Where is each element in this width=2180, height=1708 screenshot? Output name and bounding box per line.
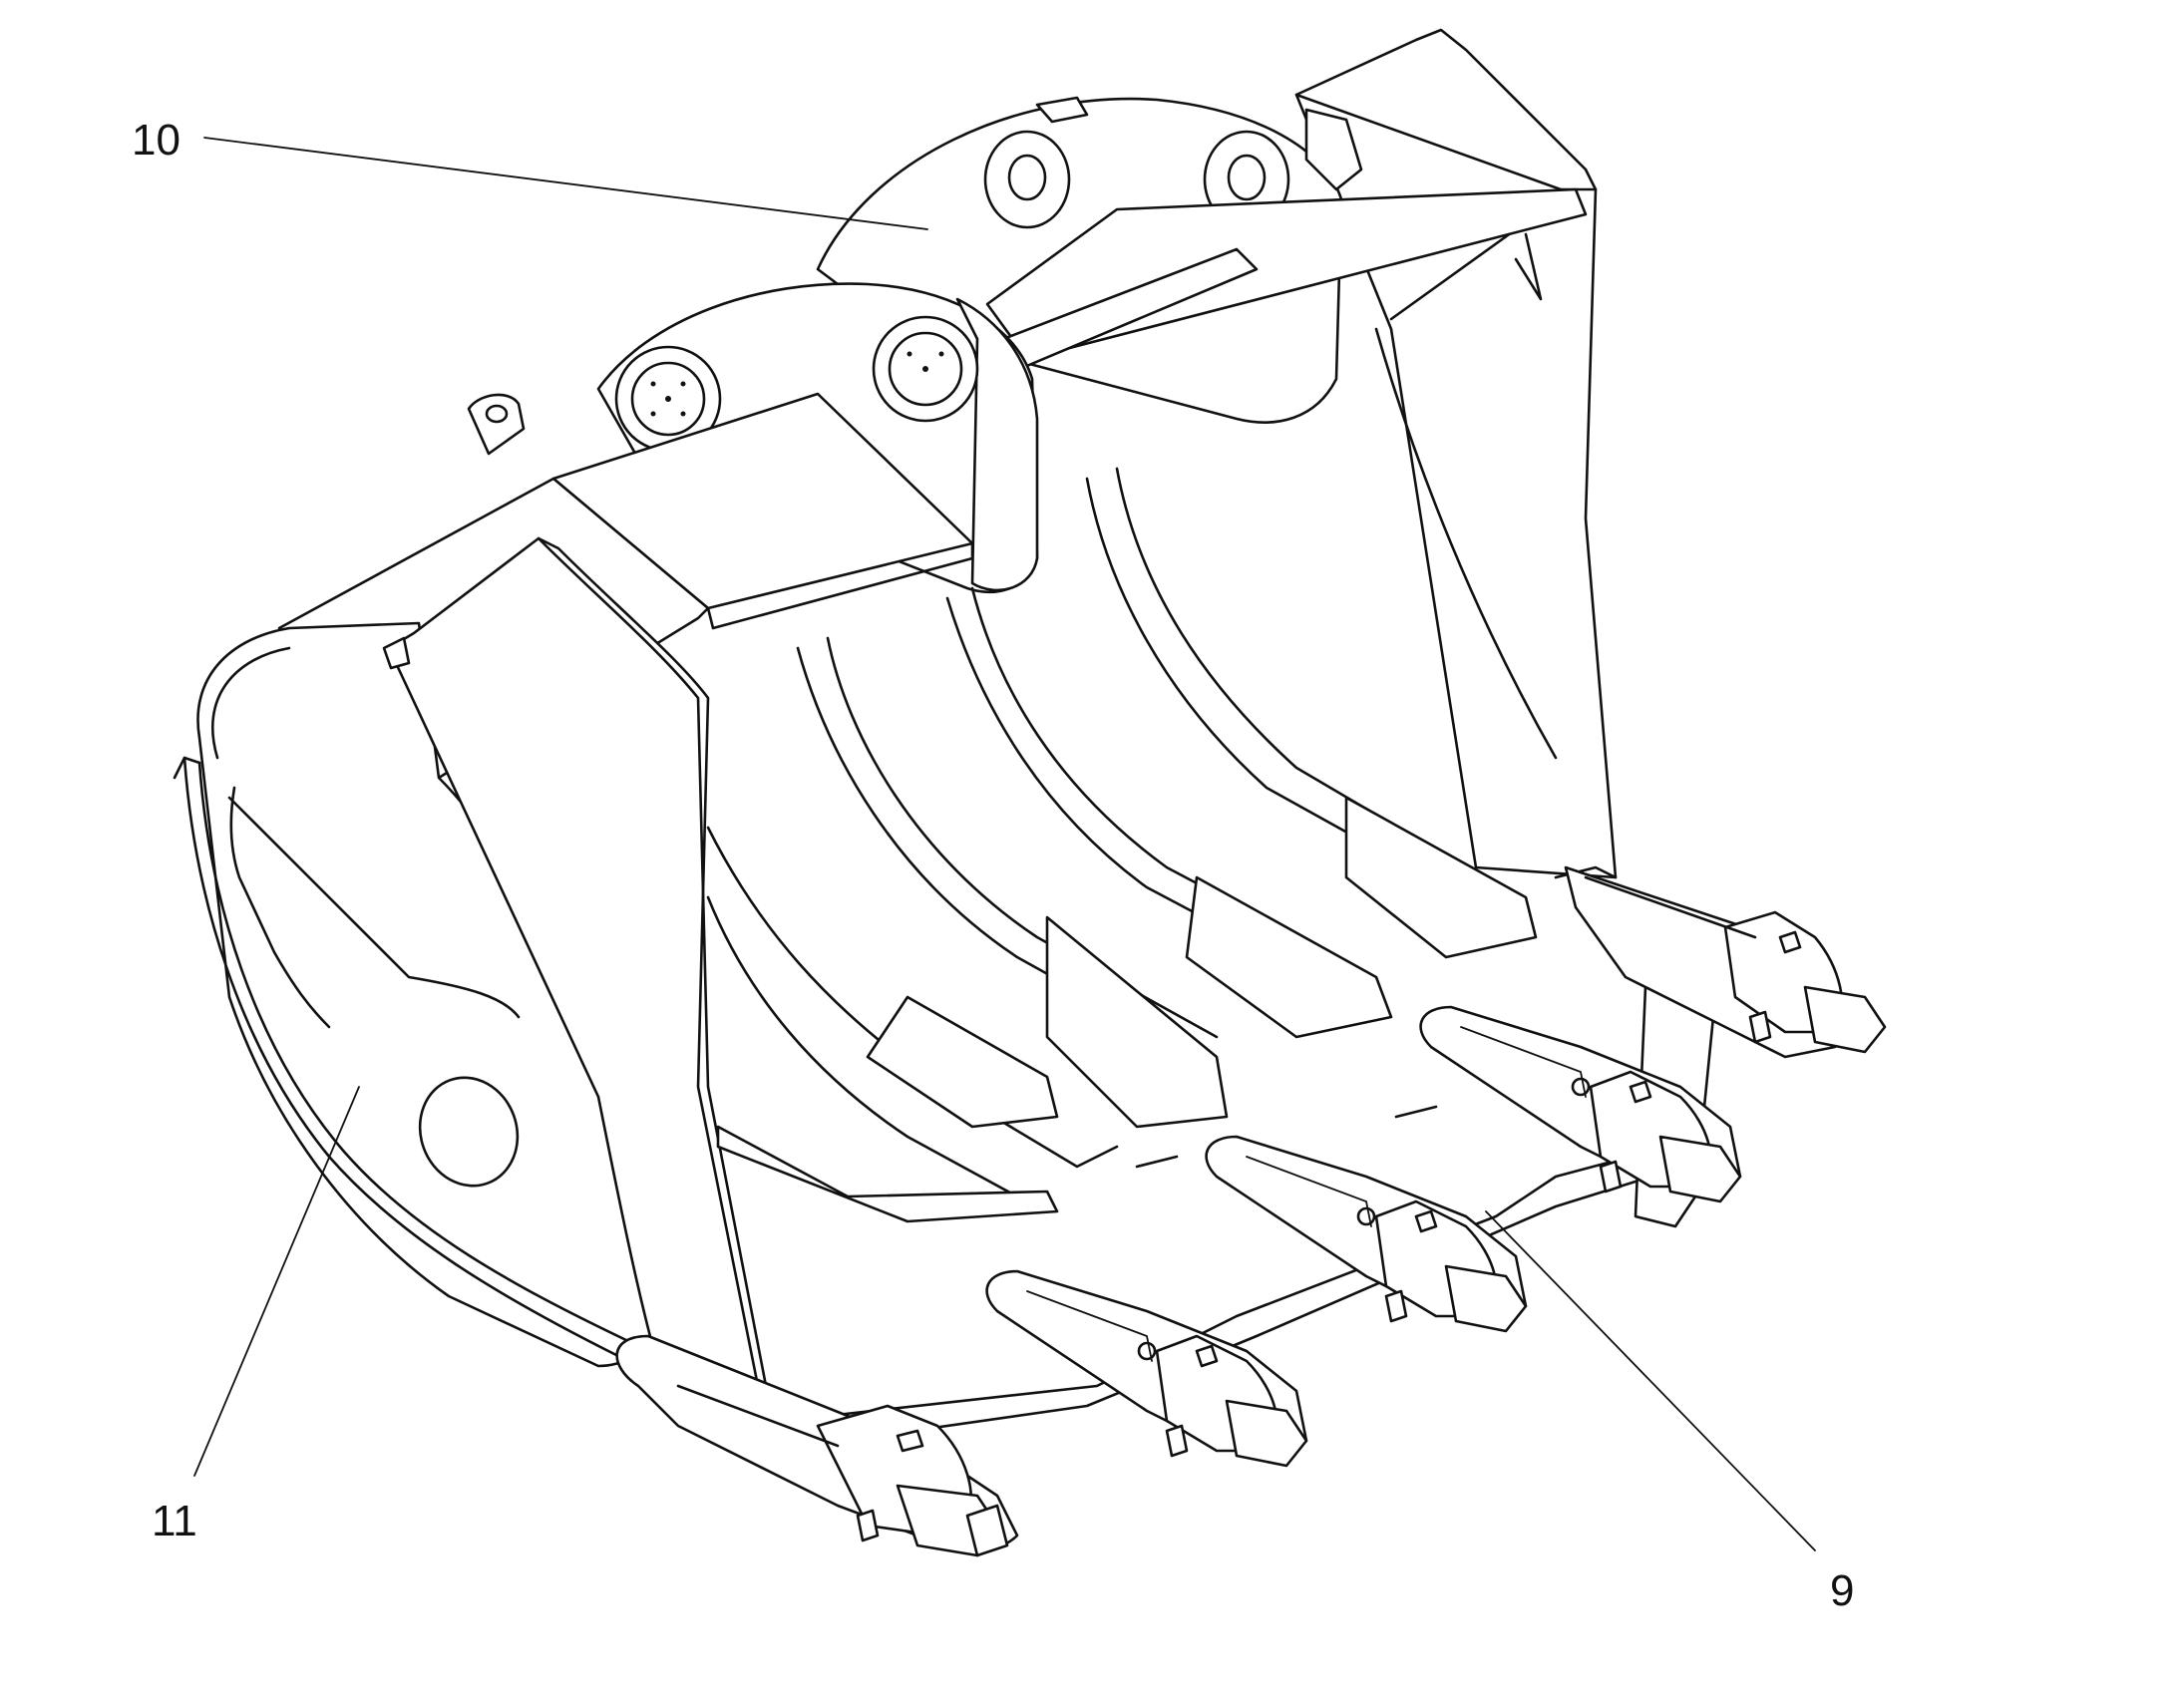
tooth-icon (1205, 1135, 1528, 1333)
tooth-icon (985, 1269, 1308, 1468)
tooth-icon (1564, 865, 1887, 1059)
callout-11: 11 (152, 1497, 197, 1545)
leader-line-9 (1485, 1210, 1816, 1551)
tooth-icon (615, 1334, 1019, 1557)
callout-10: 10 (132, 116, 181, 165)
leader-line-10 (203, 137, 928, 230)
leader-line-11 (193, 1086, 360, 1477)
callout-9: 9 (1830, 1566, 1854, 1615)
bucket-icon (173, 28, 1717, 1438)
tooth-icon (1419, 1005, 1742, 1203)
